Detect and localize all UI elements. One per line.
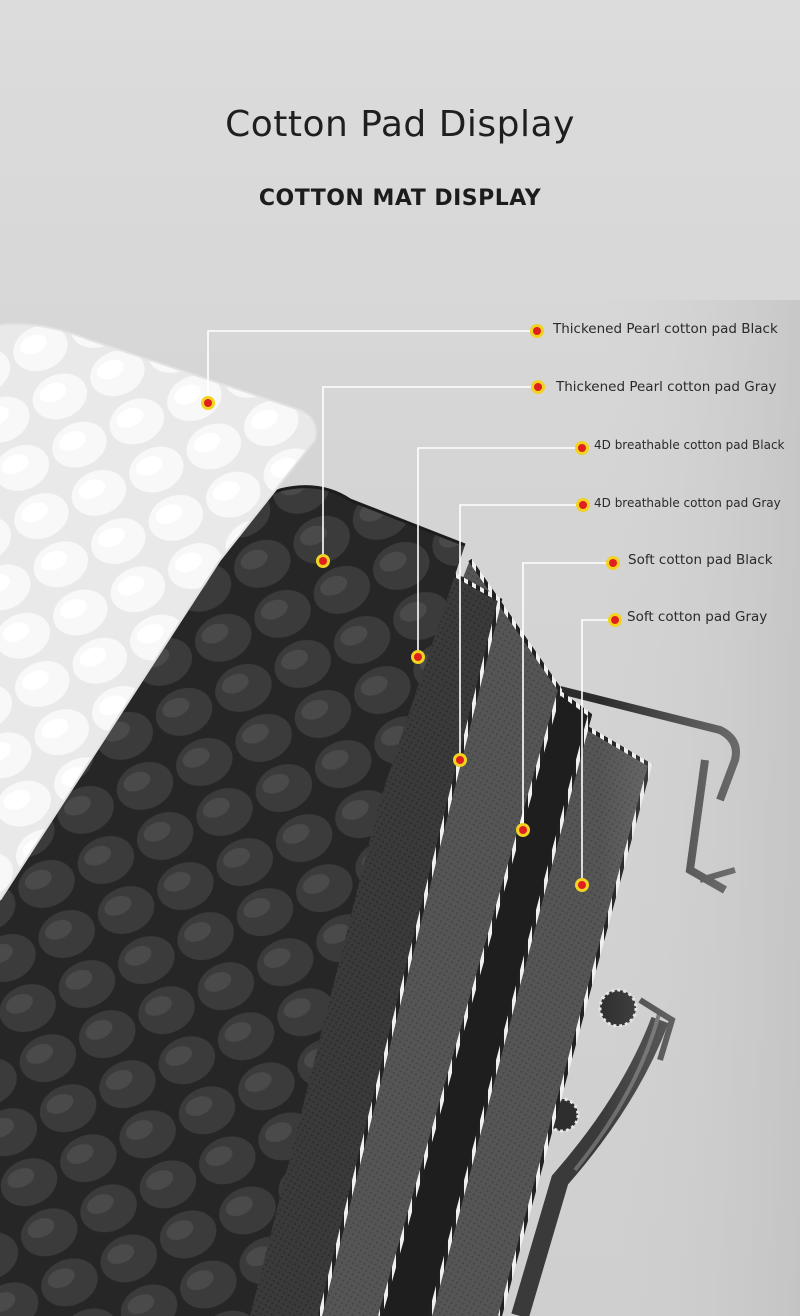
callout-label-4: 4D breathable cotton pad Gray: [594, 496, 781, 510]
pearl-pad-black: [0, 324, 316, 900]
leader-line-3: [417, 447, 582, 657]
leader-line-1: [207, 330, 537, 403]
callout-label-1: Thickened Pearl cotton pad Black: [553, 321, 778, 337]
page-title: Cotton Pad Display: [225, 104, 575, 145]
page-subtitle: COTTON MAT DISPLAY: [258, 186, 542, 211]
leader-line-4: [459, 504, 583, 760]
callout-label-5: Soft cotton pad Black: [628, 552, 773, 568]
leader-line-6: [581, 619, 615, 885]
callout-label-6: Soft cotton pad Gray: [627, 609, 768, 625]
callout-label-2: Thickened Pearl cotton pad Gray: [556, 379, 777, 395]
callout-leaders: [207, 330, 615, 885]
leader-line-5: [522, 562, 613, 830]
callout-markers-labels: [530, 324, 622, 627]
callout-label-3: 4D breathable cotton pad Black: [594, 438, 785, 452]
callout-markers-product: [201, 396, 589, 892]
leader-line-2: [322, 386, 538, 561]
